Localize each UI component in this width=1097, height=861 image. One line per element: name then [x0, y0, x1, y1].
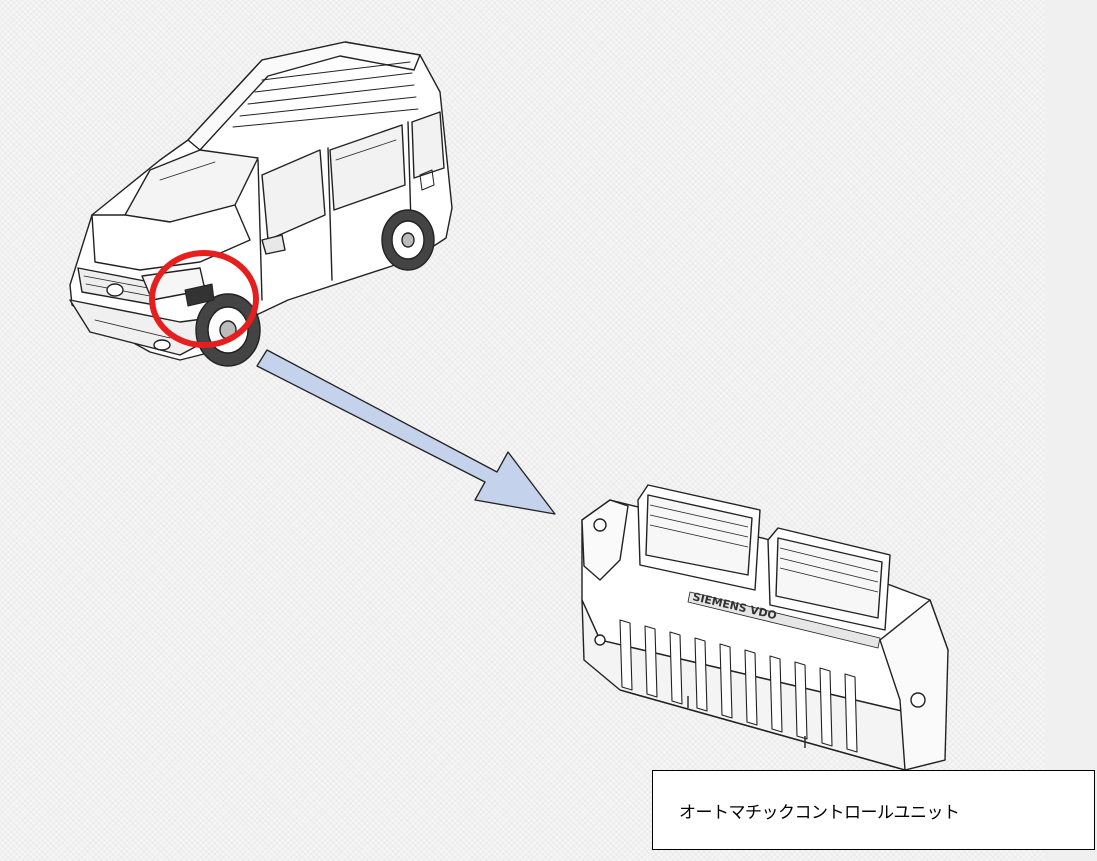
- pointer-arrow: [256, 349, 556, 515]
- highlight-circle: [149, 250, 259, 348]
- component-label: オートマチックコントロールユニット: [679, 802, 960, 823]
- van-illustration: [69, 41, 453, 367]
- page-edge: [1045, 0, 1097, 861]
- ecu-illustration: [581, 484, 949, 771]
- component-label-box: オートマチックコントロールユニット: [652, 770, 1095, 850]
